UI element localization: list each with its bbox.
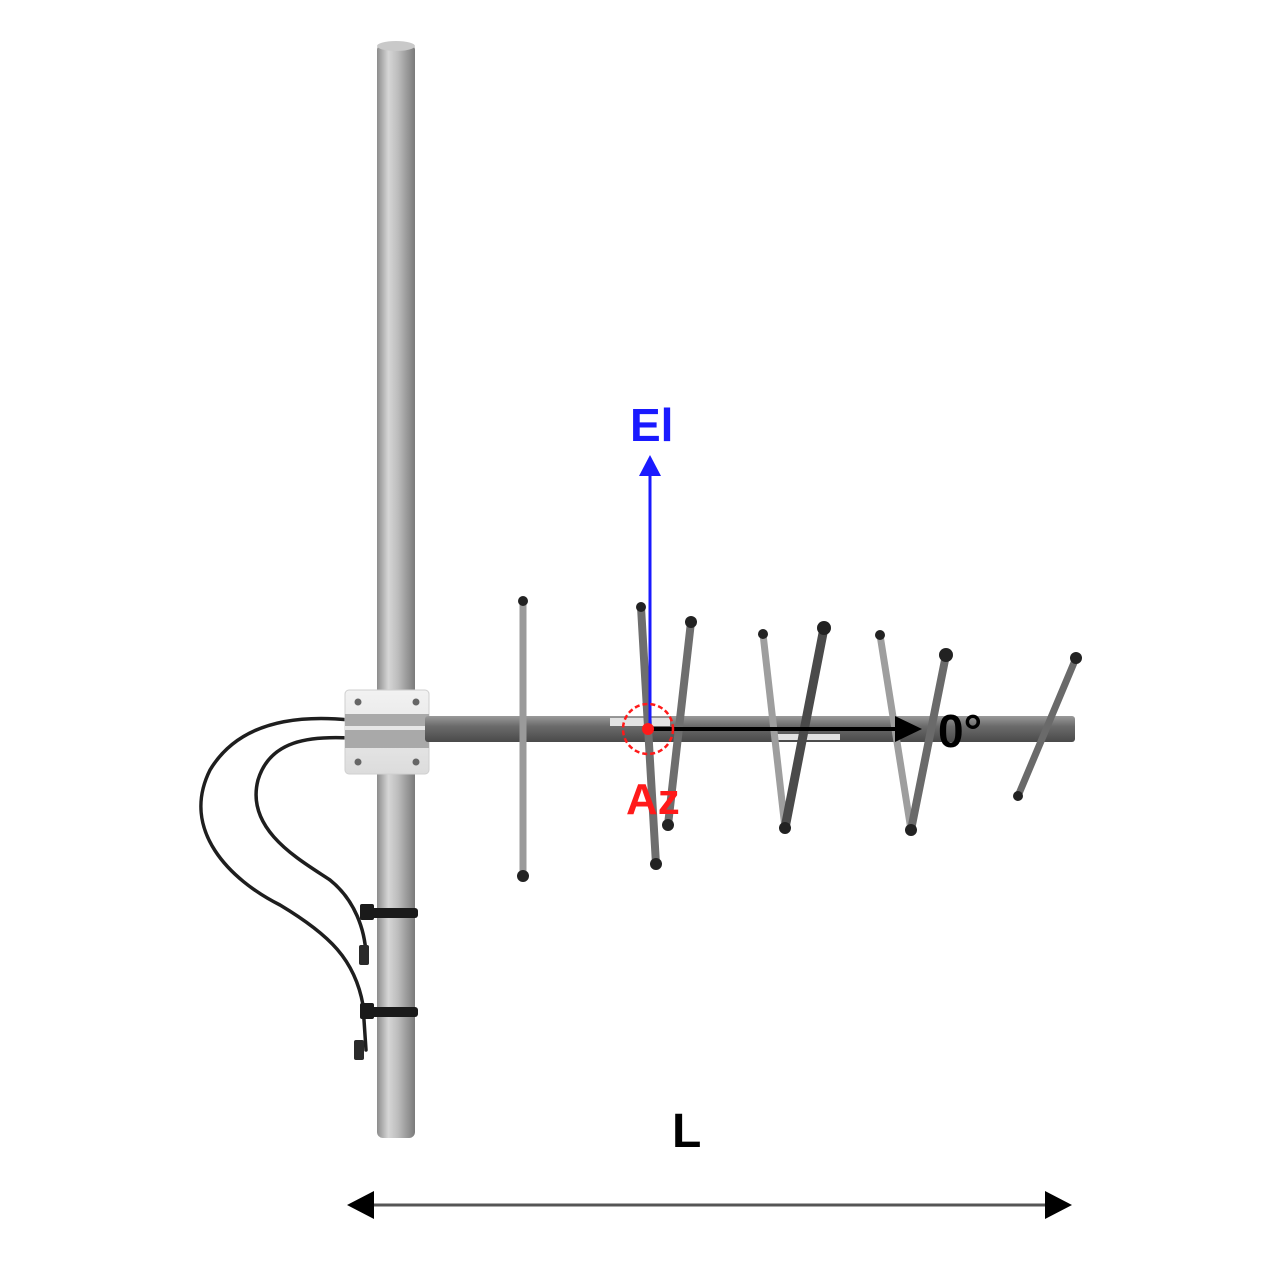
mast bbox=[377, 41, 415, 1138]
reflector-element bbox=[517, 596, 529, 882]
boresight-arrow bbox=[650, 716, 922, 742]
azimuth-label: Az bbox=[626, 775, 680, 824]
cable-ties bbox=[360, 904, 418, 1019]
azimuth-marker bbox=[621, 702, 675, 756]
length-dimension-line bbox=[347, 1191, 1072, 1219]
coax-cables bbox=[199, 716, 368, 1052]
cable-connectors bbox=[354, 945, 369, 1060]
boresight-zero-degree-label: 0° bbox=[938, 705, 982, 757]
mounting-bracket bbox=[344, 689, 430, 775]
elevation-axis bbox=[639, 455, 661, 728]
elevation-label: El bbox=[630, 399, 674, 451]
length-label: L bbox=[672, 1105, 702, 1158]
driven-element bbox=[636, 602, 697, 870]
